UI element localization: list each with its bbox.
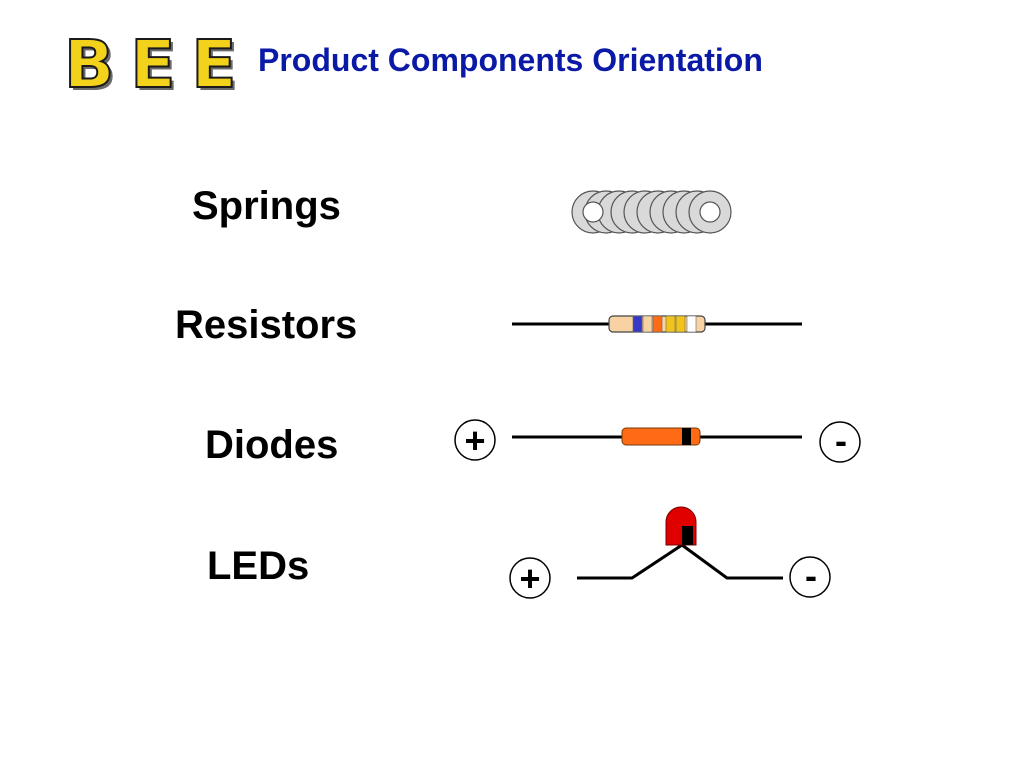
resistors-label: Resistors (175, 303, 358, 347)
resistor-band (665, 315, 676, 333)
springs-label: Springs (192, 184, 341, 228)
logo-letter-b: B (63, 26, 117, 103)
spring-hole (582, 201, 604, 223)
leds-label: LEDs (207, 544, 310, 588)
logo-letter-e2: E (190, 26, 239, 103)
resistor-illustration (512, 315, 802, 333)
page-title: Product Components Orientation (258, 42, 763, 78)
spring-hole (699, 201, 721, 223)
diode-body (621, 427, 701, 446)
springs-illustration (571, 190, 732, 234)
diode-negative-marker (819, 421, 861, 463)
led-negative-marker (789, 556, 831, 598)
led-leads (577, 543, 783, 580)
logo-letter-e1: E (129, 26, 178, 103)
led-negative-symbol: - (805, 555, 817, 596)
led-positive-symbol: + (519, 558, 540, 599)
resistor-band (686, 315, 697, 333)
diode-illustration: + - (454, 419, 861, 463)
resistor-band (642, 315, 653, 333)
led-flat-side (682, 526, 693, 545)
resistor-bands (632, 315, 697, 333)
bee-logo: B E E (63, 26, 239, 103)
diodes-label: Diodes (205, 423, 339, 467)
led-positive-marker (509, 557, 551, 599)
resistor-band (652, 315, 663, 333)
resistor-band (675, 315, 686, 333)
diode-cathode-band (682, 428, 691, 445)
resistor-band (632, 315, 643, 333)
diode-positive-symbol: + (464, 420, 485, 461)
led-illustration: + - (509, 506, 831, 599)
diode-positive-marker (454, 419, 496, 461)
diode-negative-symbol: - (835, 420, 847, 461)
